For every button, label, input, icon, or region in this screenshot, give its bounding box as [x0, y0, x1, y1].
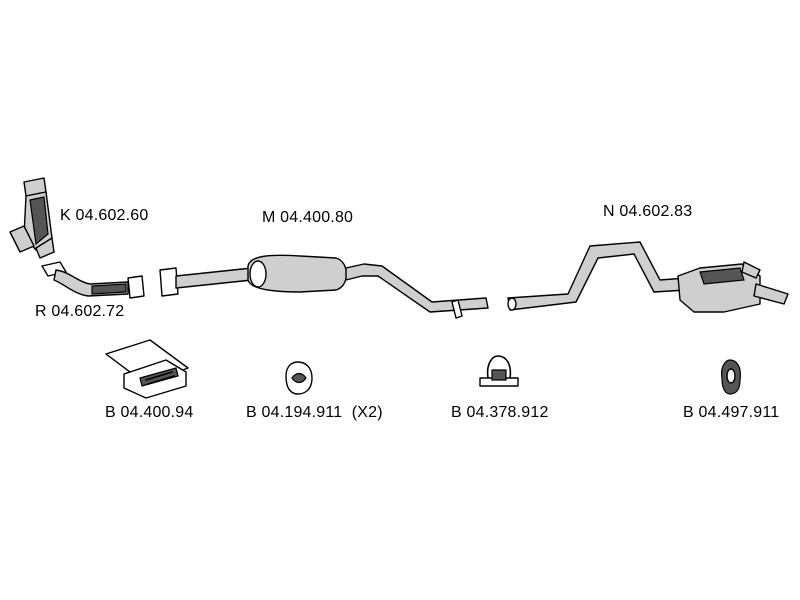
- mounting-kit-label: B 04.400.94: [105, 404, 194, 421]
- rear-muffler-label: N 04.602.83: [603, 203, 693, 220]
- front-pipe-label: R 04.602.72: [35, 303, 125, 320]
- catalytic-converter-illustration: [9, 177, 55, 259]
- front-pipe-illustration: [41, 261, 145, 299]
- clamp-label: B 04.378.912: [451, 404, 549, 421]
- center-muffler-illustration: [159, 254, 489, 319]
- rear-muffler-illustration: [507, 241, 789, 313]
- clamp-illustration: [479, 355, 519, 387]
- rubber-hanger-large-label: B 04.497.911: [683, 404, 780, 421]
- rubber-hanger-small-label: B 04.194.911 (X2): [246, 404, 383, 421]
- rubber-hanger-small-illustration: [285, 361, 313, 395]
- mounting-kit-illustration: [105, 339, 189, 399]
- rubber-hanger-large-illustration: [721, 359, 741, 395]
- catalytic-converter-label: K 04.602.60: [60, 207, 149, 224]
- center-muffler-label: M 04.400.80: [262, 209, 354, 226]
